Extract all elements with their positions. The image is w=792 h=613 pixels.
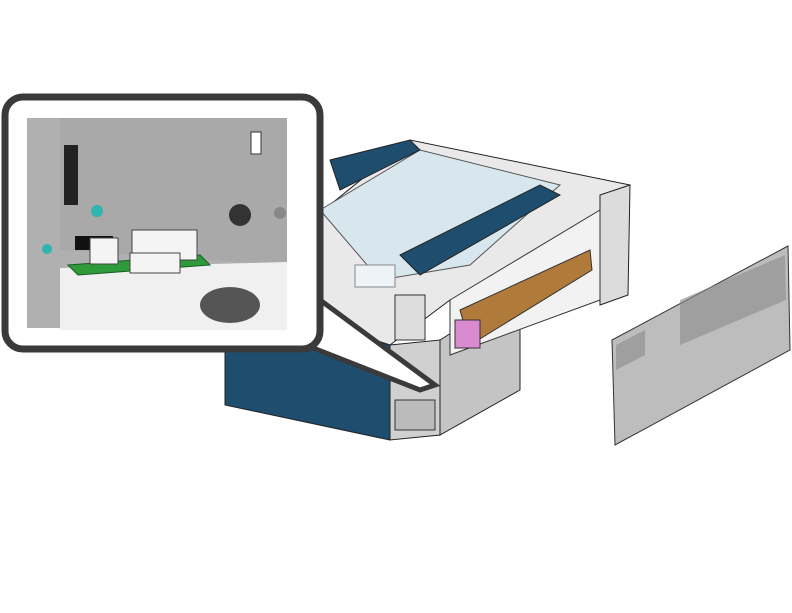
circuit-board bbox=[66, 229, 212, 276]
machine-body bbox=[223, 139, 631, 441]
magnifier-callout bbox=[1, 93, 441, 393]
cover-panel bbox=[611, 245, 791, 446]
